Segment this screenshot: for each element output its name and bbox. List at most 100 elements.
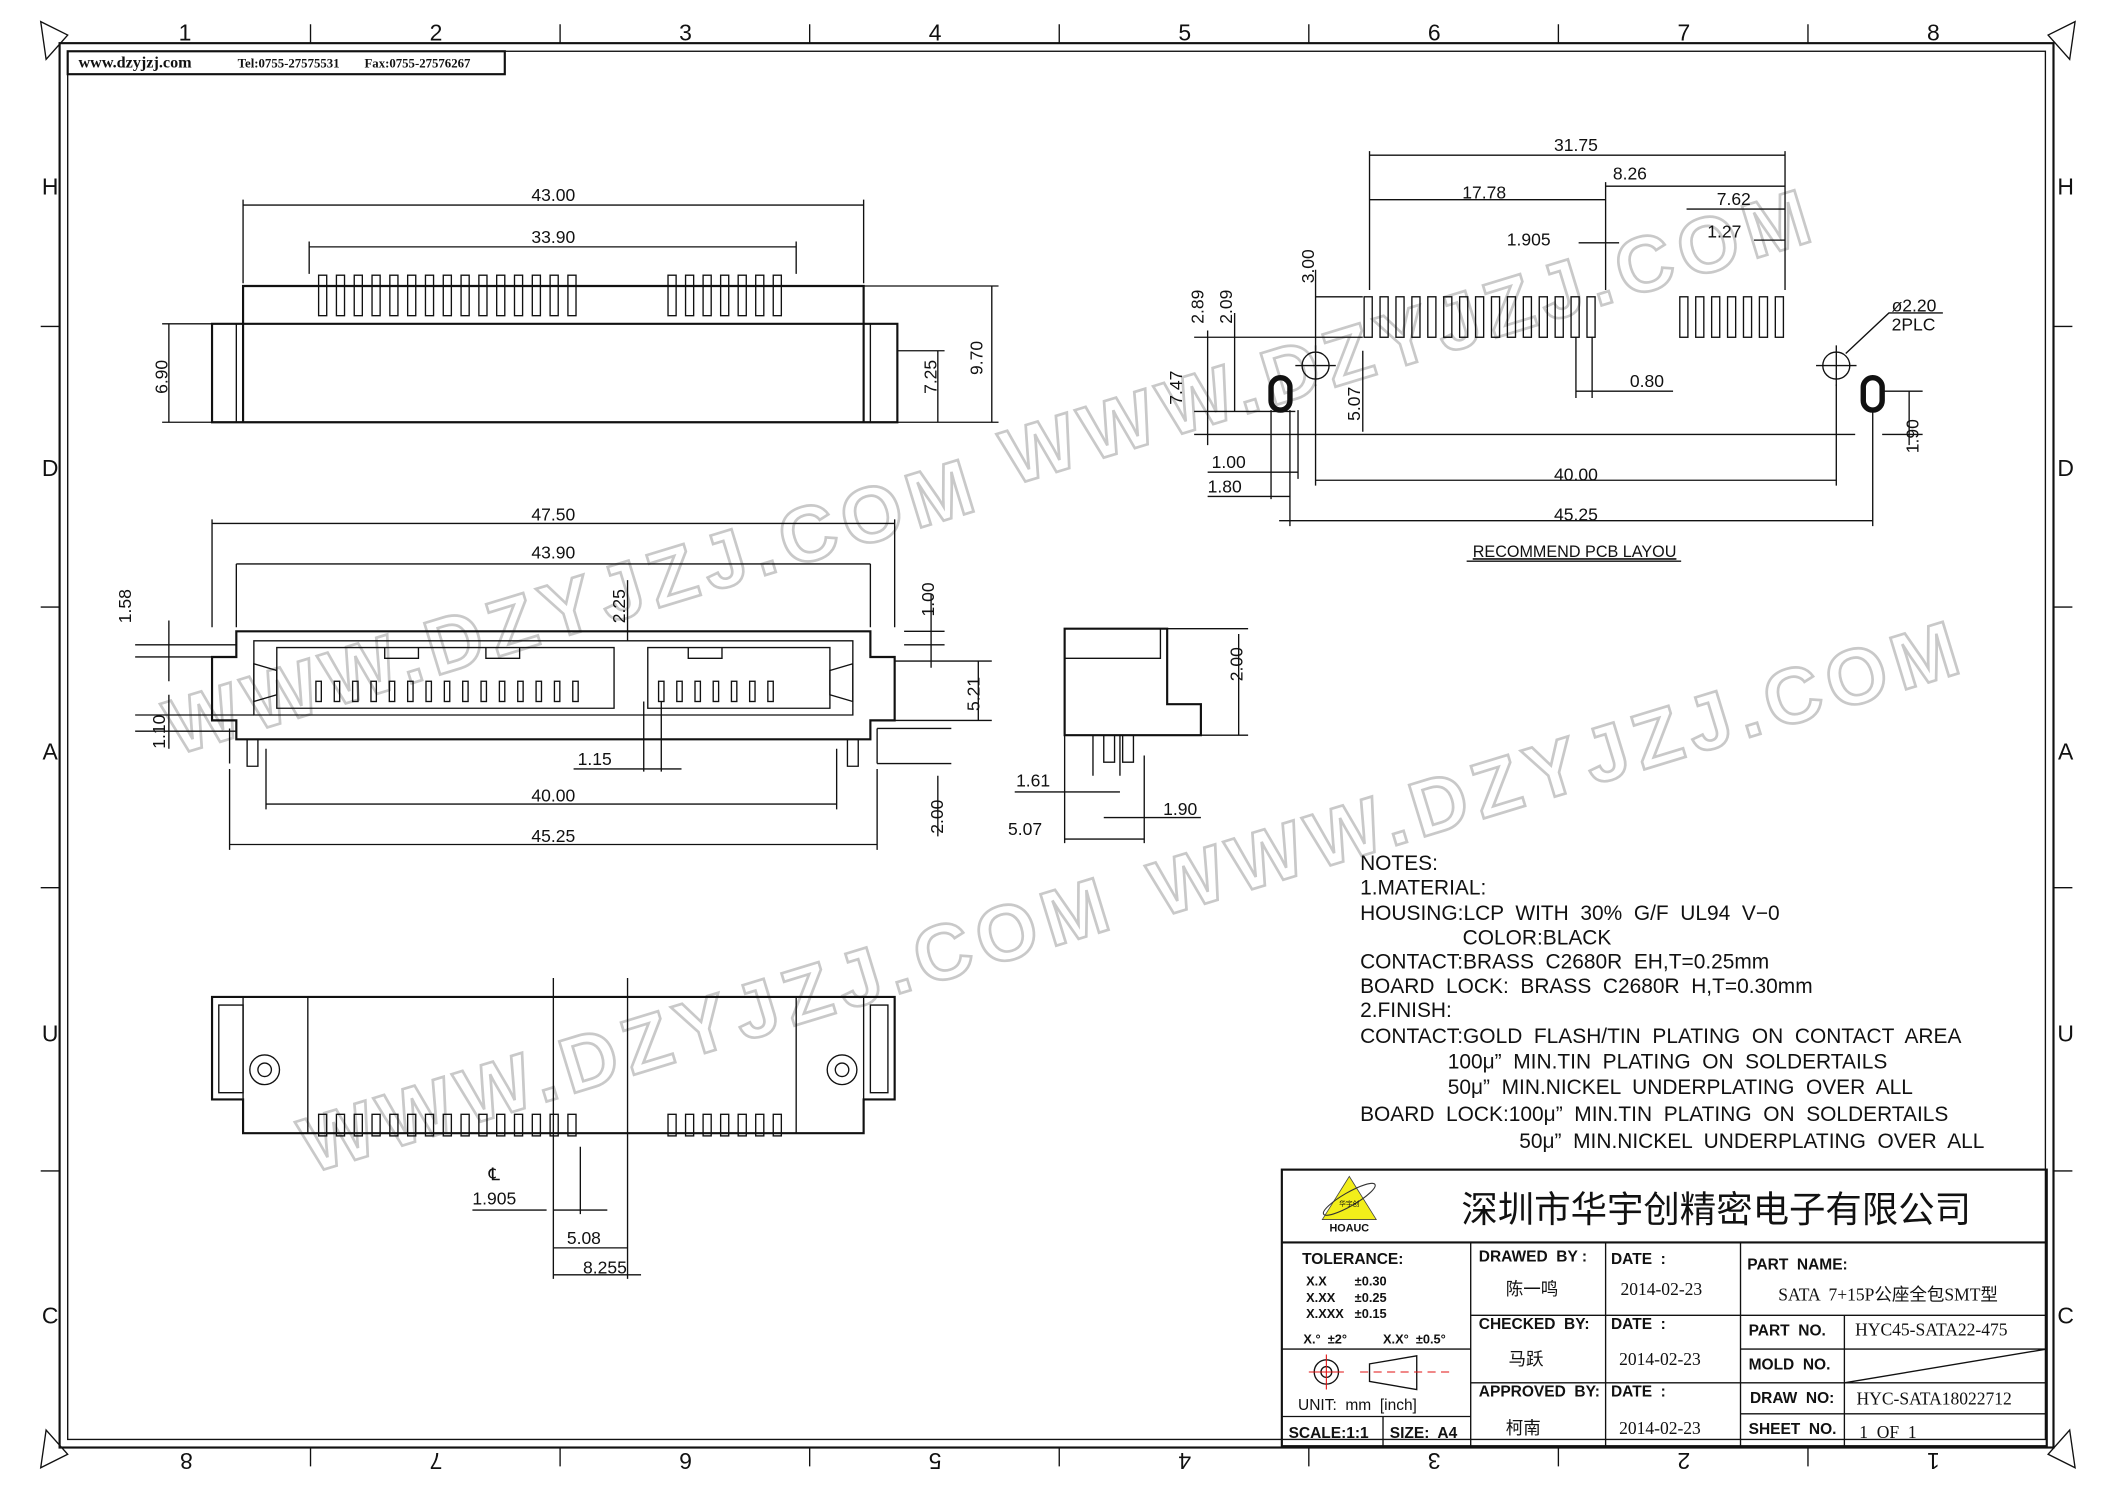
- side-view: 2.00 1.61 1.90 5.07: [1008, 627, 1249, 844]
- tol-value: ±0.15: [1355, 1306, 1387, 1321]
- contact-pin: [567, 274, 577, 317]
- dim-2plc: 2PLC: [1892, 315, 1936, 335]
- contact-pin: [1506, 296, 1517, 338]
- contact-pin: [513, 1113, 524, 1137]
- zone-label: U: [42, 1020, 59, 1046]
- fax-text: Fax:0755-27576267: [364, 56, 471, 70]
- zone-label: 5: [1178, 19, 1191, 45]
- contact-pin: [737, 274, 747, 317]
- drawed-by-label: DRAWED BY :: [1479, 1248, 1587, 1265]
- contact-pin: [1490, 296, 1501, 338]
- orientation-mark-icon: [2047, 1428, 2076, 1469]
- contact-pin: [480, 680, 488, 703]
- zone-label: H: [2057, 173, 2074, 199]
- date-value: 2014-02-23: [1620, 1279, 1702, 1299]
- board-lock-slot: [1268, 375, 1293, 413]
- zone-label: 3: [1428, 1448, 1441, 1474]
- part-name-label: PART NAME:: [1747, 1256, 1847, 1273]
- note-line: 50μ” MIN.NICKEL UNDERPLATING OVER ALL: [1519, 1130, 1984, 1153]
- tol-value: ±0.30: [1355, 1274, 1387, 1289]
- dim-6-90: 6.90: [152, 360, 172, 394]
- note-line: 50μ” MIN.NICKEL UNDERPLATING OVER ALL: [1448, 1076, 1913, 1099]
- date-label: DATE :: [1611, 1316, 1666, 1333]
- contact-pin: [694, 680, 702, 703]
- dim-31-75: 31.75: [1554, 135, 1598, 155]
- contact-pin: [1474, 296, 1485, 338]
- contact-pin: [549, 274, 559, 317]
- approved-by-value: 柯南: [1506, 1418, 1541, 1438]
- contact-pin: [389, 274, 399, 317]
- zone-label: 4: [929, 19, 942, 45]
- checked-by-label: CHECKED BY:: [1479, 1316, 1590, 1333]
- zone-label: A: [2058, 739, 2074, 765]
- approved-by-label: APPROVED BY:: [1479, 1383, 1600, 1400]
- part-name-value: SATA 7+15P公座全包SMT型: [1778, 1284, 1998, 1304]
- contact-pin: [684, 274, 695, 317]
- contact-pin: [748, 680, 756, 703]
- contact-pin: [388, 680, 396, 703]
- dim-7-62: 7.62: [1717, 189, 1751, 209]
- contact-pin: [371, 274, 381, 317]
- zone-label: 7: [1677, 19, 1690, 45]
- tolerance-label: TOLERANCE:: [1302, 1251, 1403, 1268]
- contact-pin: [772, 274, 783, 317]
- dim-5-07: 5.07: [1008, 819, 1042, 839]
- date-value: 2014-02-23: [1619, 1349, 1701, 1369]
- contact-pin: [333, 680, 341, 703]
- contact-pin: [1695, 296, 1705, 338]
- contact-pin: [335, 1113, 346, 1137]
- contact-pin: [684, 1113, 695, 1137]
- dim-5-21: 5.21: [964, 677, 984, 711]
- contact-pin: [496, 274, 506, 317]
- dim-1-10: 1.10: [149, 714, 169, 748]
- contact-pin: [553, 680, 561, 703]
- contact-pin: [667, 274, 677, 317]
- contact-pin: [443, 680, 451, 703]
- angle-tol: X.° ±2°: [1303, 1332, 1347, 1347]
- pcb-layout-title: RECOMMEND PCB LAYOU: [1473, 543, 1677, 561]
- zone-label: 1: [179, 19, 192, 45]
- contact-pin: [702, 1113, 712, 1137]
- contact-pin: [389, 1113, 399, 1137]
- contact-pin: [460, 1113, 470, 1137]
- dim-hole-diameter: ø2.20: [1892, 296, 1937, 316]
- contact-pin: [424, 274, 435, 317]
- drawed-by-value: 陈一鸣: [1506, 1279, 1559, 1299]
- contact-pin: [1443, 296, 1453, 338]
- company-name: 深圳市华宇创精密电子有限公司: [1461, 1189, 1971, 1230]
- dim-1-61: 1.61: [1016, 770, 1050, 790]
- dim-1-905-bottom: 1.905: [472, 1189, 516, 1209]
- zone-label: 5: [929, 1448, 942, 1474]
- tol-value: ±0.25: [1355, 1290, 1387, 1305]
- contact-pin: [535, 680, 543, 703]
- note-line: NOTES:: [1360, 852, 1438, 875]
- contact-pin: [549, 1113, 559, 1137]
- contact-pin: [425, 680, 433, 703]
- dim-1-905-pcb: 1.905: [1507, 230, 1551, 250]
- zone-label: 8: [1927, 19, 1940, 45]
- dim-1-00-pcb: 1.00: [1212, 452, 1246, 472]
- title-block: 华宇创 HOAUC 深圳市华宇创精密电子有限公司 TOLERANCE: X.X …: [1280, 1168, 2048, 1448]
- contact-pin: [442, 1113, 453, 1137]
- tel-text: Tel:0755-27575531: [238, 56, 340, 70]
- contact-pin: [496, 1113, 506, 1137]
- contact-pin: [406, 680, 414, 703]
- note-line: BOARD LOCK: BRASS C2680R H,T=0.30mm: [1360, 975, 1813, 998]
- contact-pin: [1726, 296, 1737, 338]
- angle-tol: X.X° ±0.5°: [1383, 1332, 1446, 1347]
- contact-pin: [1522, 296, 1533, 338]
- tol-key: X.XXX: [1306, 1306, 1344, 1321]
- dim-2-25: 2.25: [609, 589, 629, 623]
- contact-pin: [1570, 296, 1580, 338]
- contact-pin: [370, 680, 378, 703]
- orientation-mark-icon: [39, 1428, 69, 1469]
- contact-pin: [772, 1113, 783, 1137]
- website-link[interactable]: www.dzyjzj.com: [78, 54, 192, 71]
- contact-pin: [1427, 296, 1437, 338]
- contact-pin: [371, 1113, 381, 1137]
- tol-key: X.XX: [1306, 1290, 1336, 1305]
- contact-pin: [1411, 296, 1421, 338]
- watermark-1: WWW.DZYJZJ.COM: [991, 170, 1827, 502]
- mold-no-label: MOLD NO.: [1749, 1356, 1831, 1373]
- zone-label: 2: [1677, 1448, 1690, 1474]
